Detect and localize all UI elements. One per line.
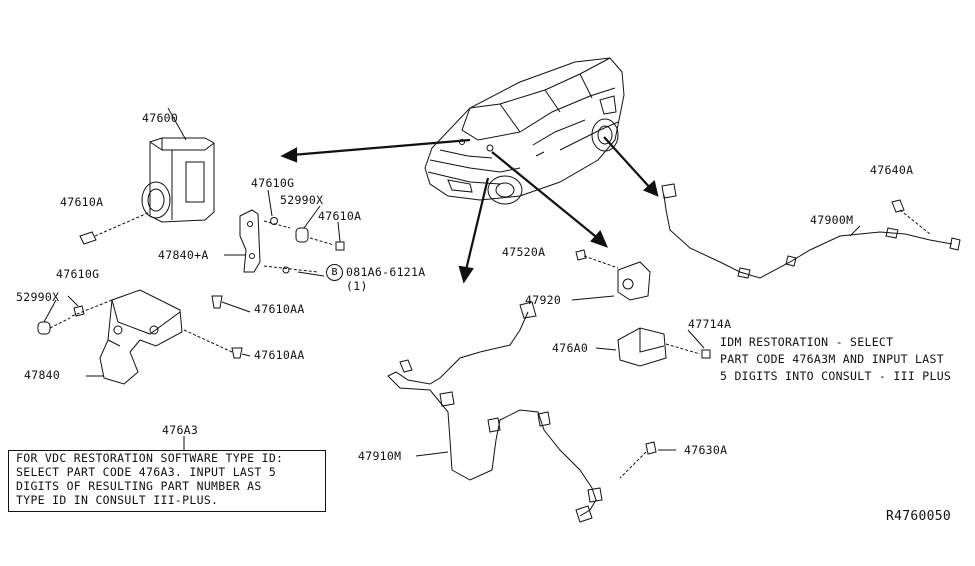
callout-arrows [280,136,659,284]
label-081A6-6121A: 081A6-6121A [346,265,426,279]
label-47610A-mid: 47610A [318,209,362,223]
vdc-note-line-3: DIGITS OF RESULTING PART NUMBER AS [16,479,262,493]
yaw-sensor-47920 [575,249,651,301]
bracket-47840 [37,289,243,385]
label-47640A: 47640A [870,163,914,177]
label-47610AA-a: 47610AA [254,302,305,316]
label-47714A: 47714A [688,317,732,331]
label-47910M: 47910M [358,449,402,463]
label-52990X-top: 52990X [280,193,324,207]
label-52990X-left: 52990X [16,290,60,304]
abs-actuator-47600 [141,107,215,223]
harness-47900M [661,183,961,279]
label-47610G-left: 47610G [56,267,100,281]
diagram-id: R4760050 [886,509,952,524]
label-47610A-left: 47610A [60,195,104,209]
vdc-restoration-note [8,450,326,512]
label-47920: 47920 [525,293,562,307]
label-47840A: 47840+A [158,248,209,262]
vdc-note-line-1: FOR VDC RESTORATION SOFTWARE TYPE ID: [16,451,284,465]
label-47840: 47840 [24,368,61,382]
label-47520A: 47520A [502,245,546,259]
label-47610AA-b: 47610AA [254,348,305,362]
module-476A0 [617,327,711,367]
label-47610G-top: 47610G [251,176,295,190]
idm-note-line-1: IDM RESTORATION - SELECT [720,335,894,349]
idm-note-line-2: PART CODE 476A3M AND INPUT LAST [720,352,944,366]
idm-note-line-3: 5 DIGITS INTO CONSULT - III PLUS [720,369,952,383]
label-476A3: 476A3 [162,423,199,437]
vdc-note-line-2: SELECT PART CODE 476A3. INPUT LAST 5 [16,465,277,479]
label-476A0: 476A0 [552,341,589,355]
harness-47910M [387,301,657,523]
label-47630A: 47630A [684,443,728,457]
label-circle-B: B [326,264,343,281]
leader-lines [43,189,861,457]
vdc-note-line-4: TYPE ID IN CONSULT III-PLUS. [16,493,219,507]
vehicle-illustration [424,57,625,205]
label-081A6-qty: (1) [346,279,368,293]
label-47600: 47600 [142,111,179,125]
label-47900M: 47900M [810,213,854,227]
